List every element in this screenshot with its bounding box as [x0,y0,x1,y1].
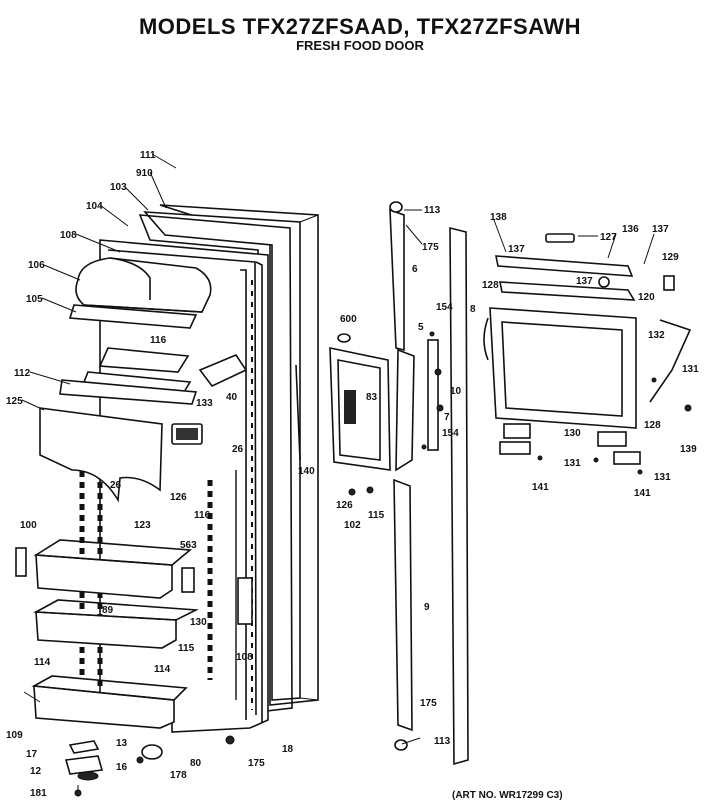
callout-116: 116 [150,335,167,346]
callout-128a: 128 [482,280,499,291]
callout-5: 5 [418,322,424,333]
callout-139: 139 [680,444,697,455]
callout-130b: 130 [564,428,581,439]
vertical-trim-strips [348,201,469,766]
callout-123: 123 [134,520,151,531]
dairy-compartment [59,257,248,405]
callout-104: 104 [86,201,103,212]
callout-137a: 137 [652,224,669,235]
callout-8: 8 [470,304,476,315]
callout-181: 181 [30,788,47,799]
callout-115b: 115 [368,510,385,521]
callout-126a: 126 [170,492,187,503]
callout-128b: 128 [644,420,661,431]
callout-154b: 154 [442,428,459,439]
callout-125: 125 [6,396,23,407]
callout-108b: 108 [236,652,253,663]
callout-563: 563 [180,540,197,551]
callout-100: 100 [20,520,37,531]
callout-154a: 154 [436,302,453,313]
diagram-subtitle: FRESH FOOD DOOR [296,38,424,53]
callout-7: 7 [444,412,450,423]
diagram-title: MODELS TFX27ZFSAAD, TFX27ZFSAWH [138,14,582,39]
callout-113a: 113 [424,205,441,216]
callout-40: 40 [226,392,238,403]
callout-10: 10 [450,386,462,397]
callout-910: 910 [136,168,153,179]
callout-131b: 131 [564,458,581,469]
callout-131c: 131 [654,472,671,483]
callout-111: 111 [140,150,156,161]
door-panel-125 [39,407,203,503]
callout-137b: 137 [508,244,525,255]
callout-26a: 26 [232,444,244,455]
callout-113b: 113 [434,736,451,747]
callout-136: 136 [622,224,639,235]
callout-114b: 114 [154,664,171,675]
callout-80: 80 [190,758,202,769]
callout-132: 132 [648,330,665,341]
callout-127: 127 [600,232,617,243]
callout-17: 17 [26,749,38,760]
callout-138: 138 [490,212,507,223]
callout-120: 120 [638,292,655,303]
callout-18: 18 [282,744,294,755]
callout-141a: 141 [532,482,549,493]
callout-114a: 114 [34,657,51,668]
callout-600: 600 [340,314,357,325]
callout-89: 89 [102,605,114,616]
callout-26b: 26 [110,480,122,491]
callout-133: 133 [196,398,213,409]
callout-83: 83 [366,392,378,403]
callout-103: 103 [110,182,127,193]
center-door-frame [295,333,391,471]
art-number: (ART NO. WR17299 C3) [452,790,563,801]
door-bins [15,539,253,729]
callout-12: 12 [30,766,42,777]
callout-126b: 126 [336,500,353,511]
callout-13: 13 [116,738,128,749]
callout-108: 108 [60,230,77,241]
callout-105: 105 [26,294,43,305]
callout-115: 115 [178,643,195,654]
callout-175c: 175 [420,698,437,709]
right-door-panel [483,233,692,475]
callout-102: 102 [344,520,361,531]
callout-178: 178 [170,770,187,781]
callout-6: 6 [412,264,418,275]
callout-137c: 137 [576,276,593,287]
callout-112: 112 [14,368,31,379]
callout-116b: 116 [194,510,211,521]
callout-175b: 175 [422,242,439,253]
hinge-hardware-bottom [64,735,235,797]
callout-9: 9 [424,602,430,613]
leader-lines [21,153,655,745]
callout-109: 109 [6,730,23,741]
callout-140: 140 [298,466,315,477]
callout-131a: 131 [682,364,699,375]
callout-129: 129 [662,252,679,263]
callout-labels: 111 910 103 104 108 106 105 116 112 125 … [6,150,699,799]
callout-141b: 141 [634,488,651,499]
callout-16: 16 [116,762,128,773]
callout-175a: 175 [248,758,265,769]
callout-130: 130 [190,617,207,628]
callout-106: 106 [28,260,45,271]
